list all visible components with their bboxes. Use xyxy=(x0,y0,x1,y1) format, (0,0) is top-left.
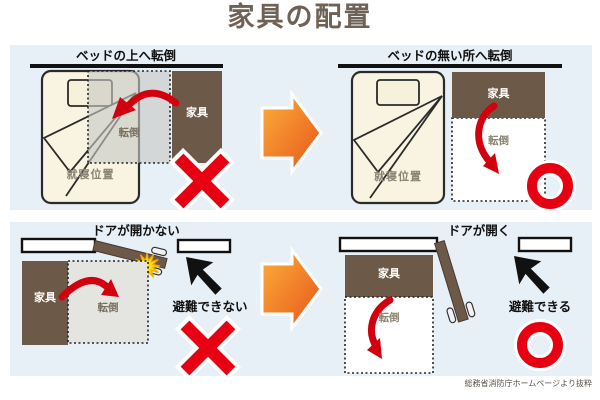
scene-door-bad xyxy=(20,237,242,382)
x-mark-icon xyxy=(174,314,242,382)
blanket-fold xyxy=(369,95,443,199)
door-handle xyxy=(465,301,476,318)
door-handle xyxy=(446,307,457,324)
escape-note-good: 避難できる xyxy=(508,300,572,314)
door xyxy=(434,240,476,324)
fall-zone xyxy=(344,296,434,374)
fall-label: 転倒 xyxy=(97,302,119,314)
furniture-label: 家具 xyxy=(487,88,510,100)
fall-label: 転倒 xyxy=(488,135,509,147)
fall-arrow-icon xyxy=(58,277,119,301)
caption-bed-bad: ベッドの上へ転倒 xyxy=(75,49,176,63)
furniture-block xyxy=(172,71,222,163)
sleeping-position-label: 就寝位置 xyxy=(66,169,115,181)
caption-door-bad: ドアが開かない xyxy=(92,224,180,238)
pillow xyxy=(376,79,420,106)
source-attribution: 総務省消防庁ホームページより抜粋 xyxy=(464,379,592,388)
wall xyxy=(517,236,573,253)
scene-door-good xyxy=(338,236,573,374)
page-title: 家具の配置 xyxy=(227,2,373,32)
furniture-label: 家具 xyxy=(186,107,208,119)
wall xyxy=(30,64,223,68)
furniture-block xyxy=(22,261,68,345)
furniture-label: 家具 xyxy=(34,292,56,304)
fall-label: 転倒 xyxy=(378,312,400,324)
wall xyxy=(20,237,97,254)
furniture-block xyxy=(345,255,433,297)
fall-arrow-icon xyxy=(475,102,499,174)
proceed-arrow-icon xyxy=(260,89,323,177)
fall-arrow-icon xyxy=(367,296,394,359)
scene-bed-good xyxy=(338,64,576,212)
fall-zone xyxy=(87,70,171,164)
wall xyxy=(338,236,439,253)
o-mark-icon xyxy=(524,160,576,212)
proceed-arrow-icon xyxy=(260,245,323,333)
scene-bed-bad xyxy=(30,64,236,215)
fall-label: 転倒 xyxy=(118,127,140,139)
escape-arrow-icon xyxy=(514,256,550,294)
x-mark-icon xyxy=(168,147,236,215)
door-handle xyxy=(151,246,168,257)
bed xyxy=(350,70,446,205)
furniture-label: 家具 xyxy=(378,268,400,280)
escape-arrow-icon xyxy=(186,257,222,295)
wall xyxy=(338,64,562,68)
caption-bed-good: ベッドの無い所へ転倒 xyxy=(387,49,513,63)
fall-zone xyxy=(67,260,149,344)
furniture-block xyxy=(452,72,545,118)
escape-note-bad: 避難できない xyxy=(172,300,248,314)
fall-arrow-icon xyxy=(112,89,180,119)
fall-zone xyxy=(451,117,546,202)
caption-door-good: ドアが開く xyxy=(447,224,511,238)
o-mark-icon xyxy=(514,319,566,371)
wall xyxy=(176,238,232,254)
sleeping-position-label: 就寝位置 xyxy=(374,171,422,183)
blanket-flap xyxy=(352,95,443,174)
